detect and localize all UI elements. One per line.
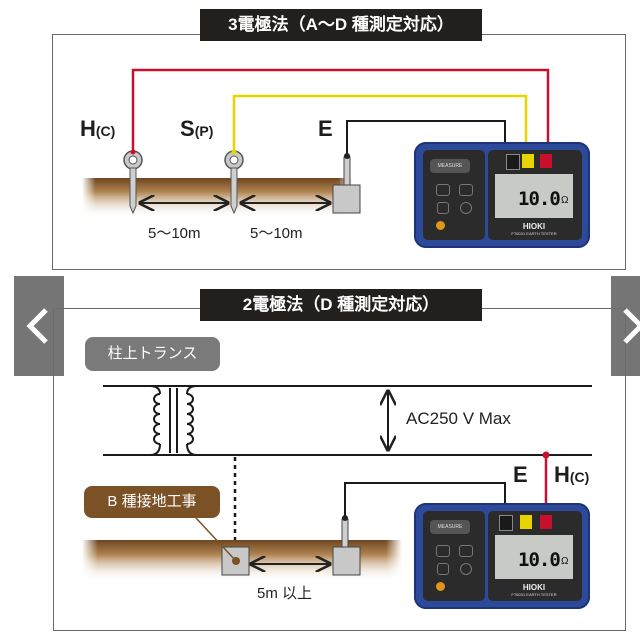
- power-button[interactable]: [436, 221, 445, 230]
- jack-e: [499, 515, 513, 531]
- brand-logo: HIOKI: [522, 222, 546, 231]
- earth-tester-bottom: MEASURE 10.0 Ω HIOKI FT6031 EARTH TESTER: [414, 503, 590, 609]
- lcd-value: 10.0: [518, 188, 561, 210]
- electrode-e: [332, 153, 361, 214]
- distance-label-1: 5〜10m: [148, 225, 201, 242]
- transformer-symbol: [103, 385, 198, 456]
- wire-h-red: [131, 68, 550, 152]
- electrode-e-bottom: [332, 482, 506, 576]
- wire-e-black: [346, 120, 506, 155]
- chevron-left-icon: [26, 308, 48, 344]
- brand-logo: HIOKI: [522, 583, 546, 592]
- lcd-value: 10.0: [518, 549, 561, 571]
- chevron-right-icon: [623, 308, 640, 344]
- distance-label-2: 5〜10m: [250, 225, 303, 242]
- probe-h: [123, 149, 143, 215]
- lcd-screen: [495, 174, 573, 218]
- ground-type-label: B 種接地工事: [84, 486, 220, 518]
- distance-label-bottom: 5m 以上: [257, 585, 313, 602]
- measure-button[interactable]: MEASURE: [430, 520, 470, 534]
- jack-h: [540, 154, 552, 168]
- model-label: FT6031 EARTH TESTER: [511, 231, 557, 236]
- lcd-screen: [495, 535, 573, 579]
- zero-adjust-button[interactable]: [460, 202, 472, 214]
- comp-button[interactable]: [459, 184, 473, 196]
- jack-e: [506, 154, 520, 170]
- next-slide-button[interactable]: [611, 276, 640, 376]
- power-button[interactable]: [436, 582, 445, 591]
- b-ground-electrode: [195, 517, 250, 576]
- zero-adjust-button[interactable]: [460, 563, 472, 575]
- voltage-label: AC250 V Max: [406, 409, 511, 428]
- prev-slide-button[interactable]: [14, 276, 64, 376]
- two-electrode-title: 2電極法（D 種測定対応）: [200, 289, 482, 321]
- display-button[interactable]: [436, 545, 450, 557]
- label-h-top: H(C): [80, 116, 116, 141]
- transformer-label: 柱上トランス: [85, 337, 220, 371]
- label-e-bottom: E: [513, 462, 528, 487]
- lcd-unit: Ω: [561, 195, 569, 206]
- lcd-unit: Ω: [561, 556, 569, 567]
- earth-tester-top: MEASURE 10.0 Ω HIOKI FT6031 EARTH TESTER: [414, 142, 590, 248]
- label-h-bottom: H(C): [554, 462, 590, 487]
- probe-s: [224, 149, 244, 215]
- wire-s-yellow: [232, 94, 528, 152]
- label-e-top: E: [318, 116, 333, 141]
- model-label: FT6031 EARTH TESTER: [511, 592, 557, 597]
- comp-button[interactable]: [459, 545, 473, 557]
- fn-button[interactable]: [437, 563, 449, 575]
- label-s-top: S(P): [180, 116, 214, 141]
- three-electrode-title: 3電極法（A〜D 種測定対応）: [200, 9, 482, 41]
- display-button[interactable]: [436, 184, 450, 196]
- jack-s: [520, 515, 532, 529]
- measure-button[interactable]: MEASURE: [430, 159, 470, 173]
- fn-button[interactable]: [437, 202, 449, 214]
- jack-h: [540, 515, 552, 529]
- jack-s: [522, 154, 534, 168]
